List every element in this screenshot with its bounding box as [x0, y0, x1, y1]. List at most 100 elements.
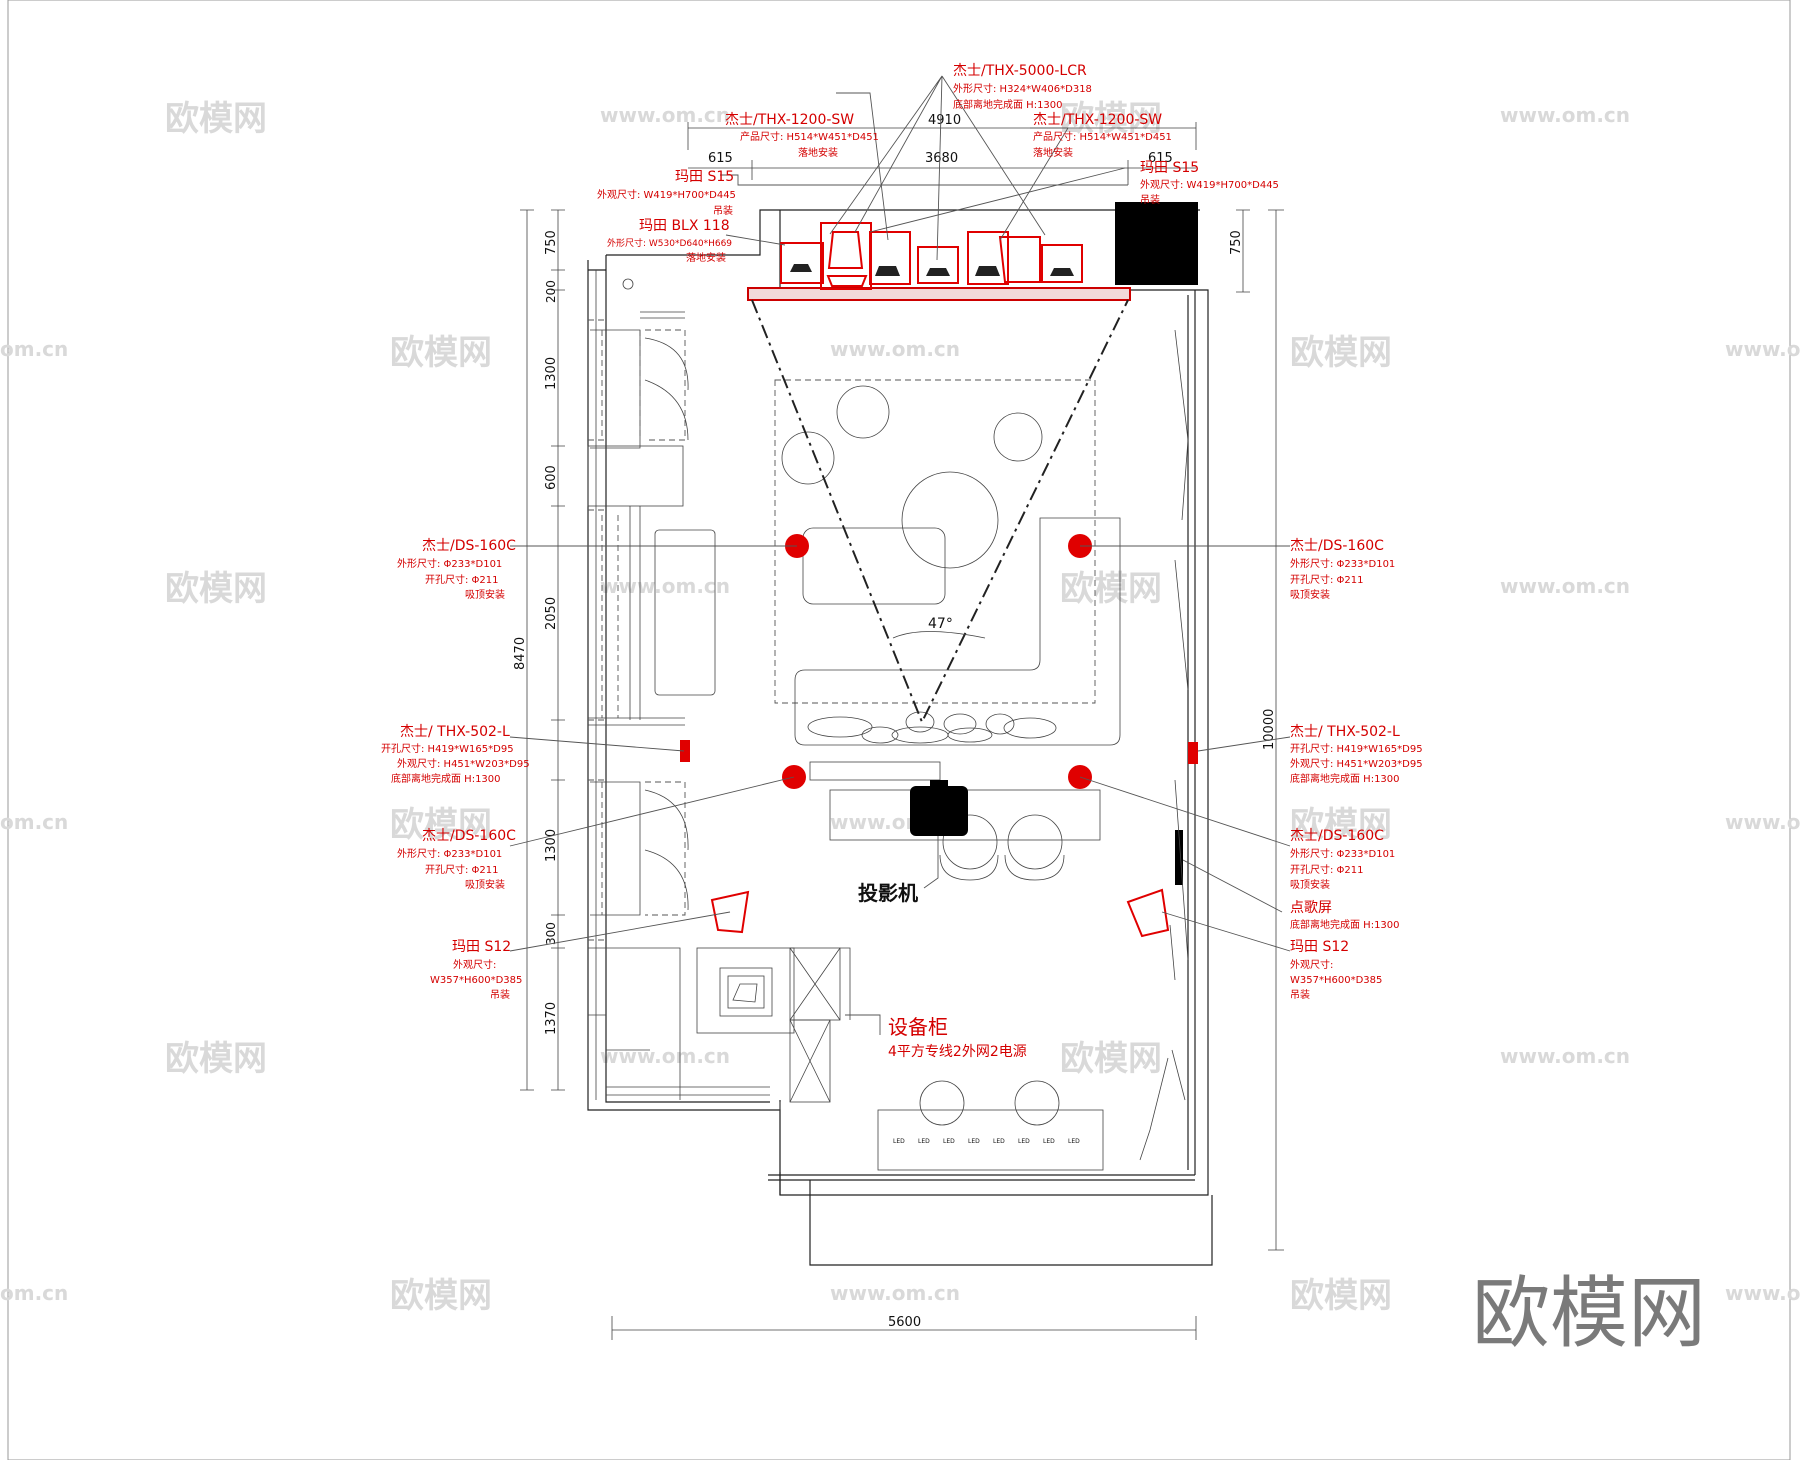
column-marker	[622, 278, 634, 290]
annotation-thx502-left: 杰士/ THX-502-L 开孔尺寸: H419*W165*D95 外观尺寸: …	[381, 724, 530, 785]
song-screen	[1175, 830, 1183, 885]
dim-8470: 8470	[513, 637, 528, 670]
watermark-site: www.om.cn	[1500, 103, 1630, 127]
annotation-s15-left: 玛田 S15 外观尺寸: W419*H700*D445 吊装	[597, 169, 736, 217]
annotation-ds160c-upper-right: 杰士/DS-160C 外形尺寸: Φ233*D101 开孔尺寸: Φ211 吸顶…	[1290, 538, 1395, 601]
s15-left-title: 玛田 S15	[675, 169, 734, 185]
watermark-site: om.cn	[0, 1281, 68, 1305]
thx502-left-line1: 开孔尺寸: H419*W165*D95	[381, 742, 514, 755]
led-label: LED	[943, 1138, 955, 1145]
watermark-layer: 欧模网 www.om.cn 欧模网 www.om.cn om.cn 欧模网 ww…	[0, 99, 1800, 1359]
lower-sofa-led: LED LED LED LED LED LED LED LED	[877, 1080, 1104, 1171]
ds-ur-line3: 吸顶安装	[1290, 588, 1330, 601]
ds-ul-line3: 吸顶安装	[465, 588, 505, 601]
s12-speaker-left	[710, 890, 750, 934]
annotation-s12-left: 玛田 S12 外观尺寸: W357*H600*D385 吊装	[430, 939, 522, 1001]
ds-ul-title: 杰士/DS-160C	[422, 538, 516, 554]
s15-right-line1: 外观尺寸: W419*H700*D445	[1140, 178, 1279, 191]
watermark-site: www.om.cn	[1725, 810, 1800, 834]
dim-1300-a: 1300	[544, 357, 559, 390]
watermark-brand: 欧模网	[1290, 333, 1392, 373]
watermark-brand-large: 欧模网	[1472, 1269, 1706, 1359]
dim-750-right: 750	[1229, 230, 1244, 255]
led-label: LED	[1068, 1138, 1080, 1145]
dimension-lines: 4910 615 3680 615 5600 750 10000 8470 75…	[513, 113, 1284, 1340]
thx502-speaker-right	[1188, 742, 1198, 764]
thx1200-sw-right	[967, 231, 1009, 285]
led-label: LED	[893, 1138, 905, 1145]
song-screen-title: 点歌屏	[1290, 900, 1332, 916]
annotation-blx118: 玛田 BLX 118 外形尺寸: W530*D640*H669 落地安装	[607, 218, 732, 264]
led-label: LED	[918, 1138, 930, 1145]
sw-left-title: 杰士/THX-1200-SW	[725, 112, 854, 128]
annotation-ds160c-upper-left: 杰士/DS-160C 外形尺寸: Φ233*D101 开孔尺寸: Φ211 吸顶…	[397, 538, 516, 601]
lcr-line1: 外形尺寸: H324*W406*D318	[953, 82, 1092, 95]
projector-label: 投影机	[858, 881, 918, 905]
thx502-left-line2: 外观尺寸: H451*W203*D95	[397, 757, 530, 770]
ds-ul-line2: 开孔尺寸: Φ211	[425, 573, 499, 586]
s15-speaker-right-hung	[1115, 202, 1198, 285]
ds-ur-line2: 开孔尺寸: Φ211	[1290, 573, 1364, 586]
led-label: LED	[968, 1138, 980, 1145]
ds-ll-title: 杰士/DS-160C	[422, 828, 516, 844]
thx502-right-title: 杰士/ THX-502-L	[1290, 724, 1400, 740]
s12-left-line2: W357*H600*D385	[430, 975, 522, 986]
blx-line2: 落地安装	[686, 251, 726, 264]
thx502-speaker-left	[680, 740, 690, 762]
thx502-right-line2: 外观尺寸: H451*W203*D95	[1290, 757, 1423, 770]
annotation-equipment-cabinet: 设备柜 4平方专线2外网2电源	[888, 1015, 1027, 1060]
sw-left-line2: 落地安装	[798, 146, 838, 159]
led-label: LED	[1018, 1138, 1030, 1145]
angle-label: 47°	[928, 616, 953, 632]
ds-lr-title: 杰士/DS-160C	[1290, 828, 1384, 844]
ds-ll-line1: 外形尺寸: Φ233*D101	[397, 847, 502, 860]
s12-left-line3: 吊装	[490, 988, 510, 1001]
thx502-left-line3: 底部离地完成面 H:1300	[391, 772, 501, 785]
ceiling-decor	[781, 385, 1043, 569]
dim-600: 600	[544, 465, 559, 490]
ds-ul-line1: 外形尺寸: Φ233*D101	[397, 557, 502, 570]
sw-right-title: 杰士/THX-1200-SW	[1033, 112, 1162, 128]
watermark-site: www.om.cn	[1725, 1281, 1800, 1305]
thx1200-sw-left	[869, 231, 911, 285]
watermark-brand: 欧模网	[1060, 569, 1162, 609]
dim-4910: 4910	[928, 113, 961, 128]
watermark-brand: 欧模网	[1060, 99, 1162, 139]
thx502-right-line1: 开孔尺寸: H419*W165*D95	[1290, 742, 1423, 755]
left-window-wall	[587, 311, 716, 941]
watermark-brand: 欧模网	[390, 333, 492, 373]
dim-750-left: 750	[544, 230, 559, 255]
song-screen-line1: 底部离地完成面 H:1300	[1290, 918, 1400, 931]
s12-speaker-right	[1126, 888, 1170, 938]
dim-1370: 1370	[544, 1002, 559, 1035]
s15-right-title: 玛田 S15	[1140, 160, 1199, 176]
ds-lr-line1: 外形尺寸: Φ233*D101	[1290, 847, 1395, 860]
right-wall-panels	[1139, 329, 1189, 1161]
watermark-site: www.om.cn	[830, 1281, 960, 1305]
thx5000-center	[917, 246, 959, 284]
sw-right-line2: 落地安装	[1033, 146, 1073, 159]
ds-ur-title: 杰士/DS-160C	[1290, 538, 1384, 554]
dim-200: 200	[544, 280, 558, 303]
watermark-brand: 欧模网	[390, 1276, 492, 1316]
projection-screen	[747, 287, 1131, 301]
s12-right-line1: 外观尺寸:	[1290, 958, 1333, 971]
ds-lr-line3: 吸顶安装	[1290, 878, 1330, 891]
dim-2050: 2050	[544, 597, 559, 630]
annotation-ds160c-lower-left: 杰士/DS-160C 外形尺寸: Φ233*D101 开孔尺寸: Φ211 吸顶…	[397, 828, 516, 891]
thx502-left-title: 杰士/ THX-502-L	[400, 724, 510, 740]
equipment-area	[588, 947, 851, 1172]
dim-10000: 10000	[1262, 709, 1277, 750]
seating-zone	[774, 379, 1096, 704]
ds-ll-line2: 开孔尺寸: Φ211	[425, 863, 499, 876]
s12-left-line1: 外观尺寸:	[453, 958, 496, 971]
front-speaker-array	[780, 202, 1198, 290]
s12-right-title: 玛田 S12	[1290, 939, 1349, 955]
watermark-site: www.om.cn	[1725, 337, 1800, 361]
projector	[910, 786, 968, 836]
dim-615-left: 615	[708, 151, 733, 166]
watermark-brand: 欧模网	[165, 99, 267, 139]
annotation-sw-left: 杰士/THX-1200-SW 产品尺寸: H514*W451*D451 落地安装	[725, 112, 879, 159]
watermark-brand: 欧模网	[390, 805, 492, 845]
